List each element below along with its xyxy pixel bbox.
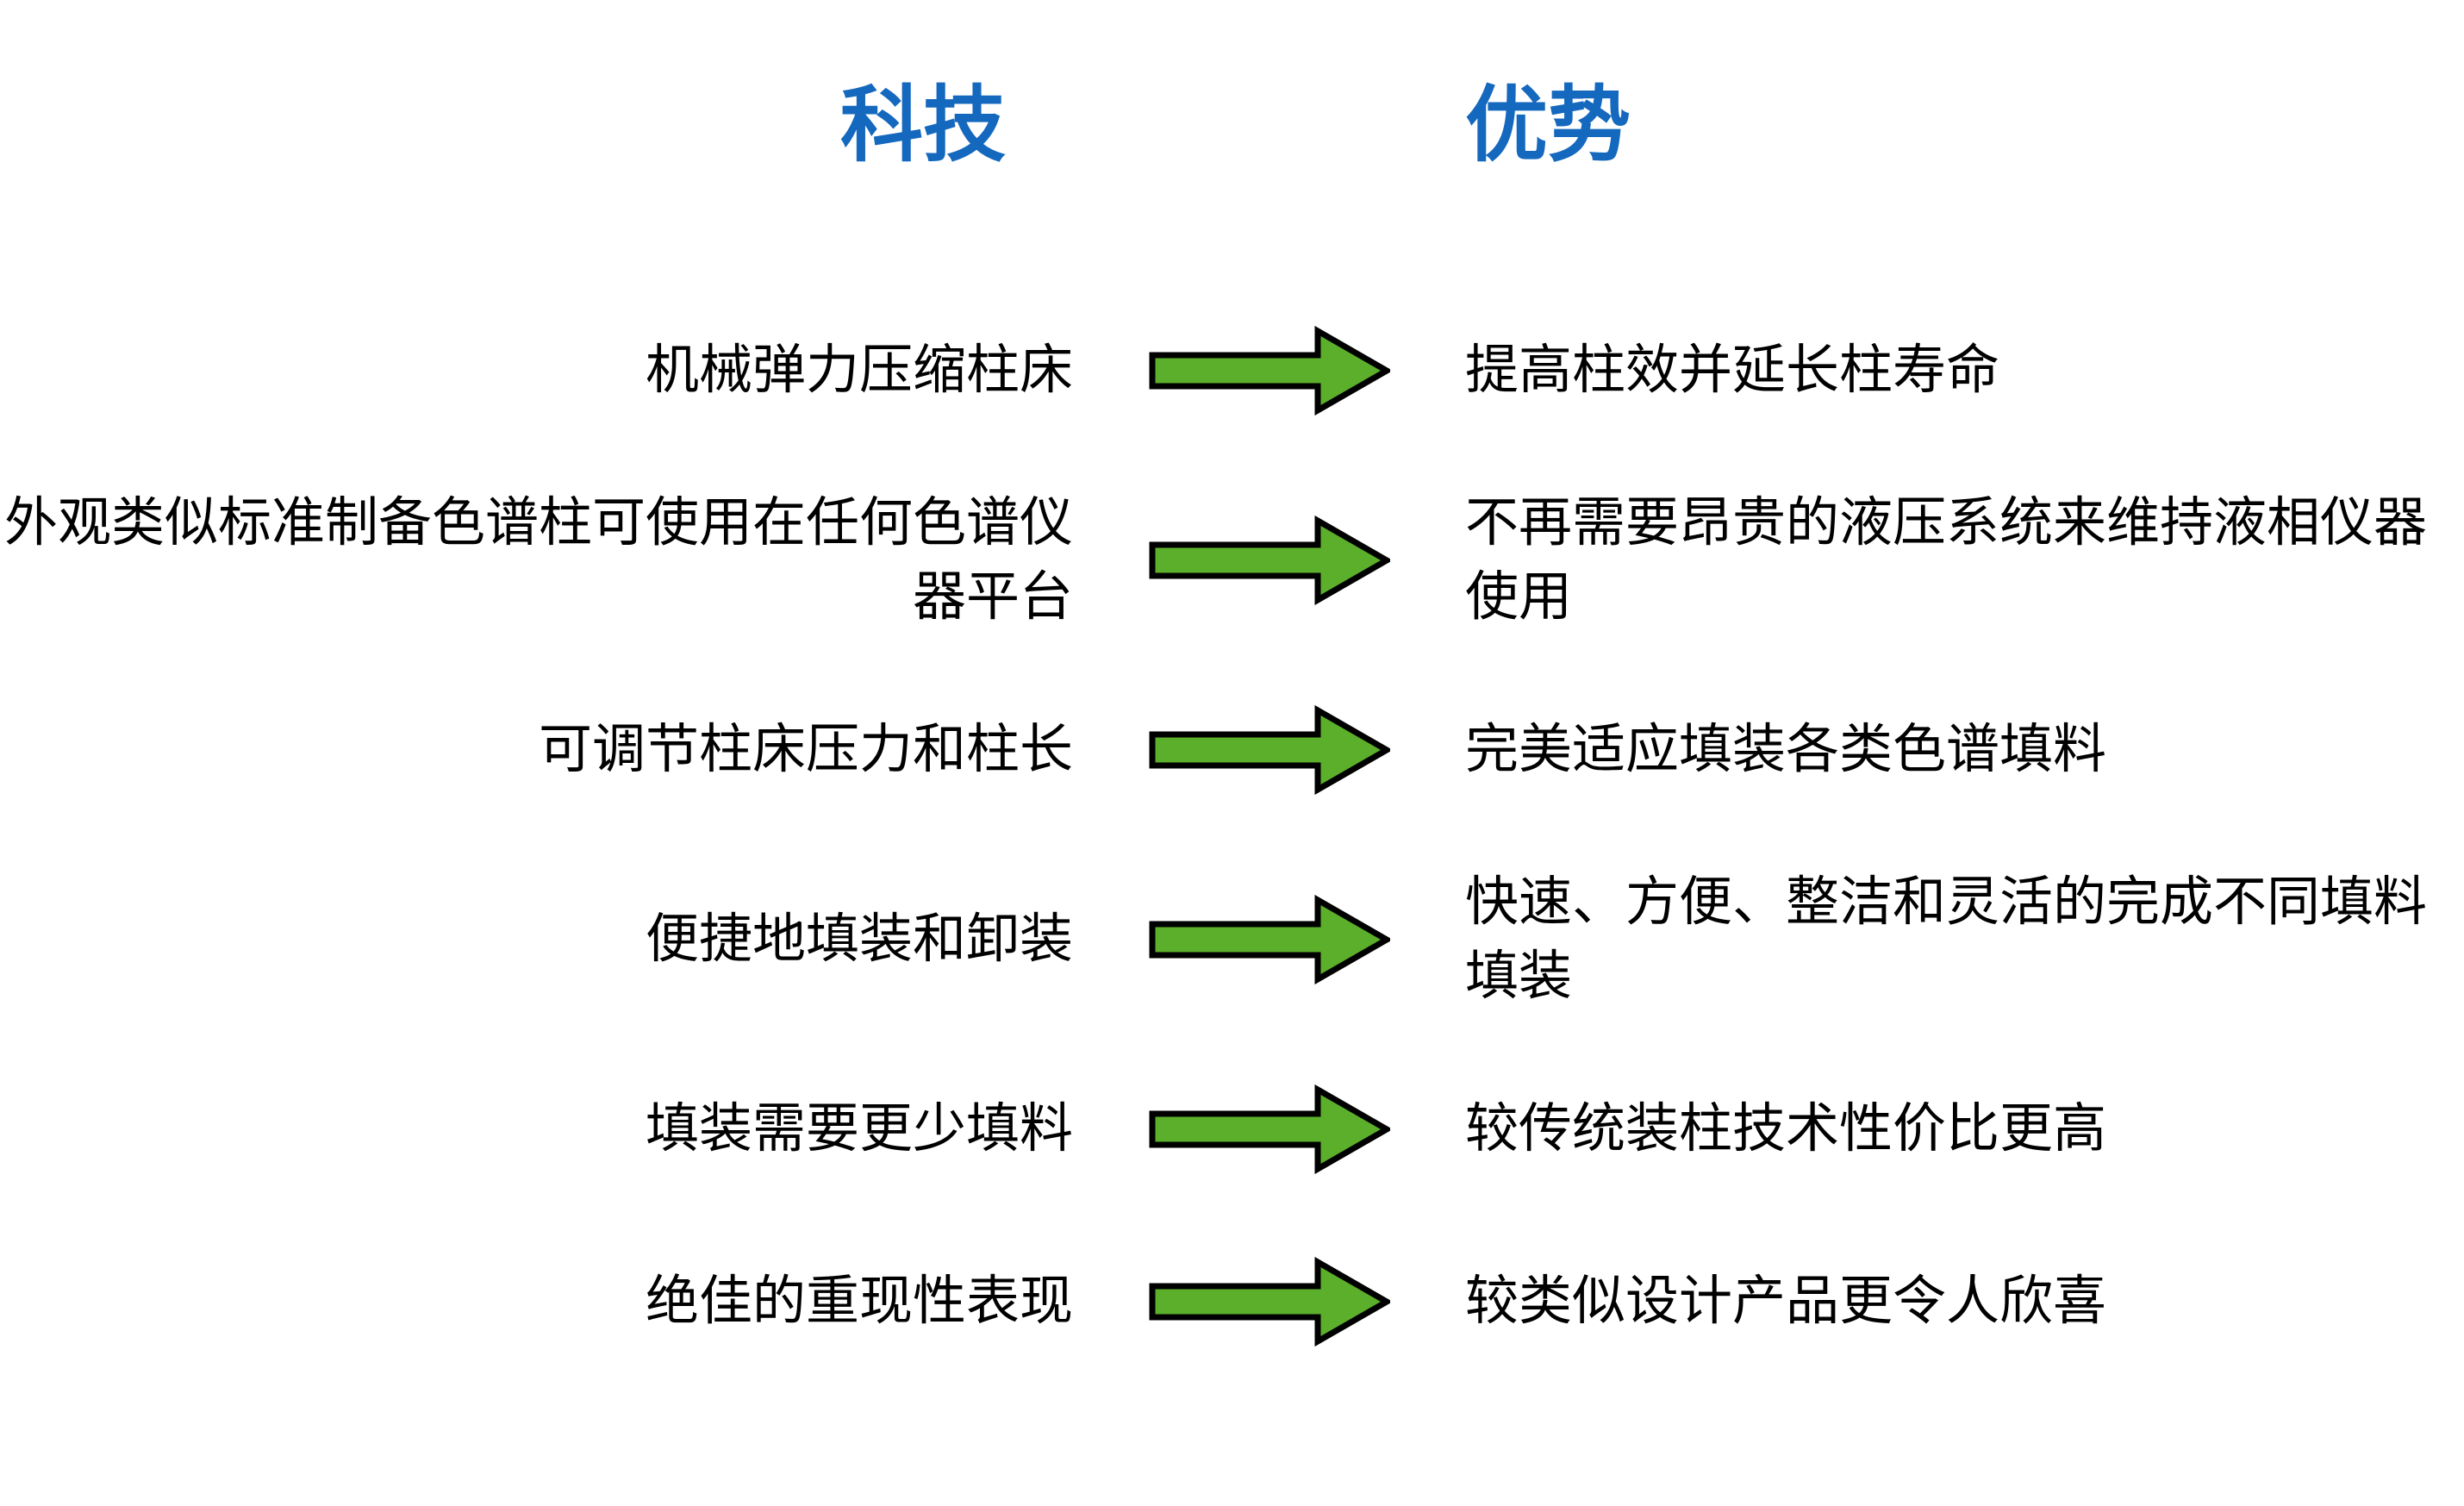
right-arrow-icon <box>1149 516 1390 605</box>
arrow-cell <box>1073 705 1465 795</box>
table-row: 绝佳的重现性表现 较类似设计产品更令人欣喜 <box>0 1215 2464 1388</box>
column-headers: 科技 优势 <box>0 76 2464 188</box>
table-row: 机械弹力压缩柱床 提高柱效并延长柱寿命 <box>0 284 2464 457</box>
advantage-text: 快速、方便、整洁和灵活的完成不同填料填装 <box>1465 872 2428 1006</box>
technology-text: 填装需要更少填料 <box>645 1099 1073 1159</box>
table-row: 可调节柱床压力和柱长 完美适应填装各类色谱填料 <box>0 664 2464 836</box>
advantage-text: 提高柱效并延长柱寿命 <box>1465 341 2000 400</box>
arrow-cell <box>1073 895 1465 984</box>
table-row: 便捷地填装和卸装 快速、方便、整洁和灵活的完成不同填料填装 <box>0 836 2464 1043</box>
advantage-text: 完美适应填装各类色谱填料 <box>1465 720 2107 779</box>
technology-text: 可调节柱床压力和柱长 <box>538 720 1073 779</box>
table-row: 填装需要更少填料 较传统装柱技术性价比更高 <box>0 1043 2464 1215</box>
advantage-text: 较类似设计产品更令人欣喜 <box>1465 1272 2107 1331</box>
technology-text: 机械弹力压缩柱床 <box>645 341 1073 400</box>
right-arrow-icon <box>1149 326 1390 416</box>
technology-text: 绝佳的重现性表现 <box>645 1272 1073 1331</box>
arrow-cell <box>1073 1257 1465 1347</box>
advantage-text: 较传统装柱技术性价比更高 <box>1465 1099 2107 1159</box>
table-row: 外观类似标准制备色谱柱可使用在任何色谱仪器平台 不再需要昂贵的液压系统来维持液相… <box>0 457 2464 664</box>
arrow-cell <box>1073 326 1465 416</box>
advantage-text: 不再需要昂贵的液压系统来维持液相仪器使用 <box>1465 493 2428 627</box>
arrow-cell <box>1073 1084 1465 1174</box>
arrow-cell <box>1073 516 1465 605</box>
right-arrow-icon <box>1149 895 1390 984</box>
technology-advantage-list: 机械弹力压缩柱床 提高柱效并延长柱寿命 外观类似标准制备色谱柱可使用在任何色谱仪… <box>0 284 2464 1388</box>
column-header-technology: 科技 <box>840 79 1006 172</box>
right-arrow-icon <box>1149 1084 1390 1174</box>
right-arrow-icon <box>1149 705 1390 795</box>
right-arrow-icon <box>1149 1257 1390 1347</box>
column-header-advantage: 优势 <box>1465 79 1631 172</box>
technology-text: 便捷地填装和卸装 <box>645 909 1073 969</box>
technology-text: 外观类似标准制备色谱柱可使用在任何色谱仪器平台 <box>3 493 1073 627</box>
